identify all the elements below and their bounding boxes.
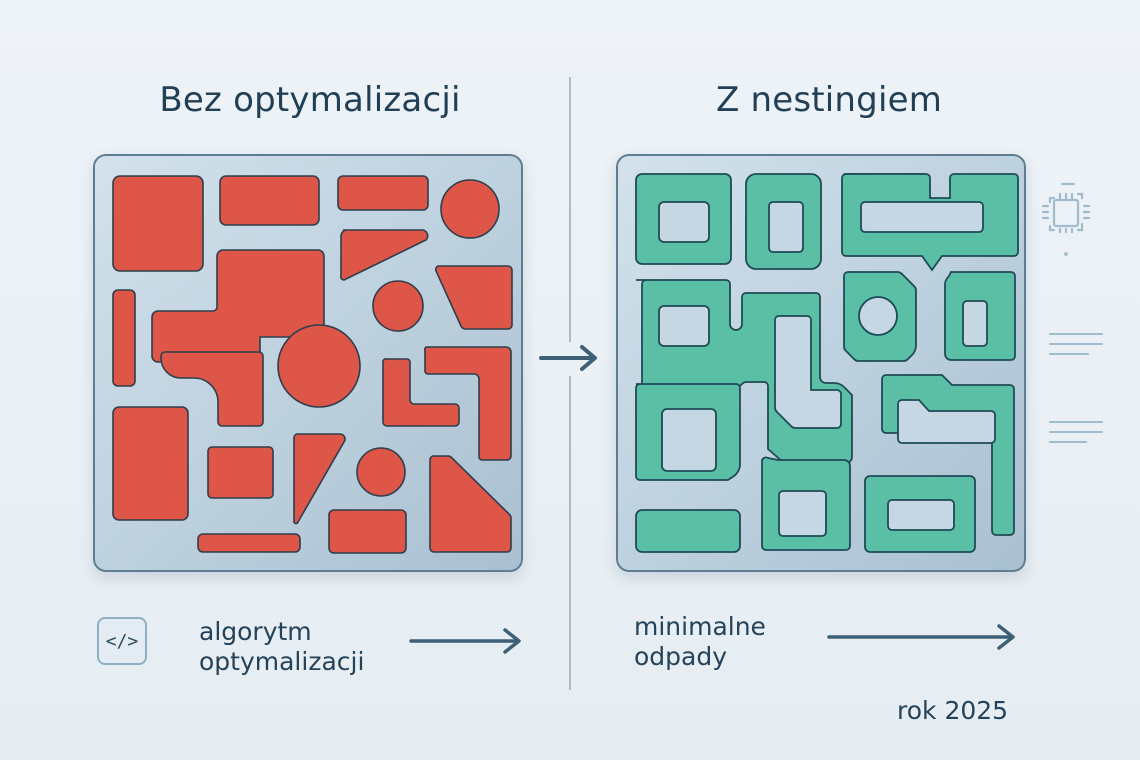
nested-sheet <box>616 154 1026 572</box>
arrow-right-icon <box>539 345 597 371</box>
arrow-right-icon <box>409 628 521 654</box>
chip-icon <box>1041 182 1091 256</box>
text-lines-icon <box>1049 421 1103 443</box>
left-caption-line1: algorytm <box>199 617 312 646</box>
text-lines-icon <box>1049 333 1103 355</box>
left-panel-title: Bez optymalizacji <box>159 80 461 120</box>
divider-top <box>569 77 571 342</box>
right-caption: minimalne odpady <box>634 612 766 672</box>
divider-bottom <box>569 376 571 690</box>
arrow-right-icon <box>827 624 1015 650</box>
unoptimized-sheet <box>93 154 523 572</box>
left-caption-line2: optymalizacji <box>199 647 365 676</box>
code-icon-glyph: </> <box>105 630 139 652</box>
year-label: rok 2025 <box>897 696 1009 725</box>
left-caption: algorytm optymalizacji <box>199 617 364 677</box>
right-caption-line2: odpady <box>634 642 728 671</box>
right-caption-line1: minimalne <box>634 612 766 641</box>
code-icon: </> <box>97 617 147 665</box>
right-panel-title: Z nestingiem <box>715 80 943 120</box>
